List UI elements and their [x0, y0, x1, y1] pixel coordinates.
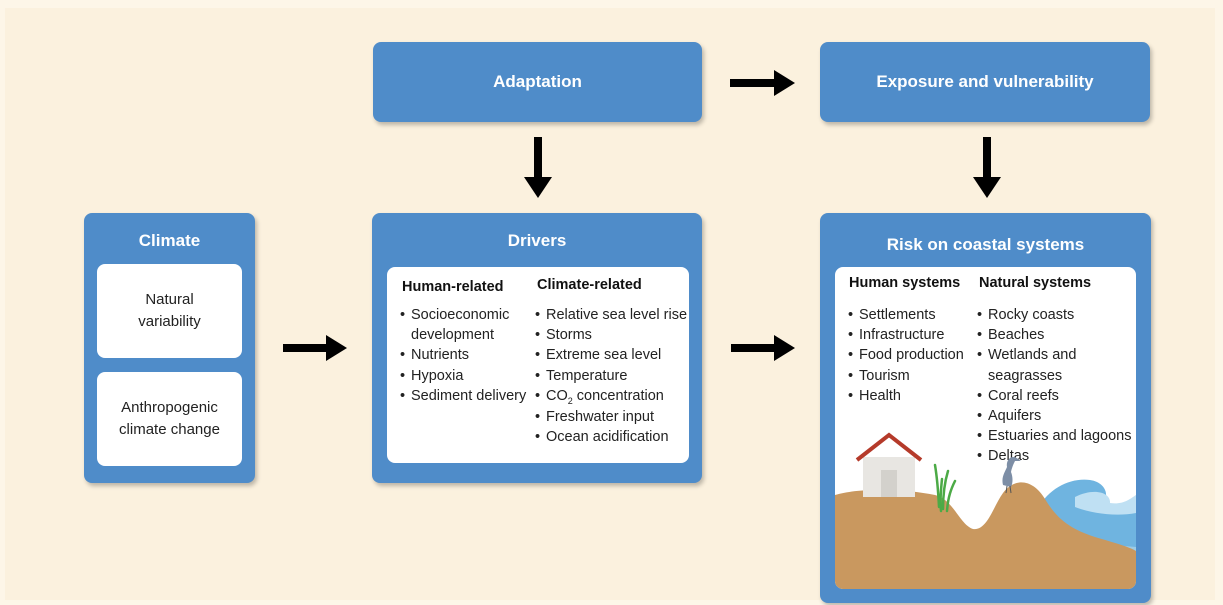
list-item: Storms: [535, 325, 687, 345]
list-item: Temperature: [535, 366, 687, 386]
climate-title: Climate: [138, 231, 201, 250]
list-item: Hypoxia: [400, 366, 526, 386]
list-item: Nutrients: [400, 345, 526, 365]
list-item: Ocean acidification: [535, 427, 687, 447]
adaptation-box: Adaptation: [373, 42, 702, 122]
arrow-right-icon: [283, 335, 347, 361]
house-door: [881, 470, 897, 497]
house-roof: [855, 432, 923, 462]
natural-variability-panel: Natural variability: [97, 264, 242, 358]
seagrass-icon: [933, 463, 957, 513]
climate-related-heading: Climate-related: [537, 277, 642, 293]
list-item: Sediment delivery: [400, 386, 526, 406]
drivers-title: Drivers: [507, 231, 567, 250]
sand-shape: [835, 482, 1136, 589]
human-related-heading: Human-related: [402, 279, 504, 295]
heron-icon: [1002, 457, 1021, 494]
list-item: Estuaries and lagoons: [977, 426, 1132, 446]
exposure-vulnerability-title: Exposure and vulnerability: [876, 72, 1094, 91]
list-item: Aquifers: [977, 406, 1132, 426]
drivers-box: Drivers Human-related Socioeconomic deve…: [372, 213, 702, 483]
list-item: Freshwater input: [535, 407, 687, 427]
arrow-right-icon: [731, 335, 795, 361]
risk-panel: Human systems Settlements Infrastructure…: [835, 267, 1136, 589]
climate-box: Climate Natural variability Anthropogeni…: [84, 213, 255, 483]
list-item: development: [411, 327, 495, 344]
wave-crest-shape: [1075, 491, 1136, 515]
list-item: Socioeconomic: [400, 305, 526, 325]
list-item: Beaches: [977, 325, 1132, 345]
list-item: Relative sea level rise: [535, 305, 687, 325]
list-item: Settlements: [848, 305, 964, 325]
list-item: Extreme sea level: [535, 345, 687, 365]
list-item: Food production: [848, 345, 964, 365]
list-item: seagrasses: [988, 367, 1063, 384]
list-item: Tourism: [848, 366, 964, 386]
exposure-vulnerability-box: Exposure and vulnerability: [820, 42, 1150, 122]
anthropogenic-label: Anthropogenic climate change: [119, 399, 220, 438]
list-item: Wetlands and: [977, 345, 1132, 365]
risk-title: Risk on coastal systems: [886, 235, 1085, 254]
list-item: Rocky coasts: [977, 305, 1132, 325]
climate-related-list: Relative sea level rise Storms Extreme s…: [535, 305, 687, 448]
risk-box: Risk on coastal systems Human systems Se…: [820, 213, 1151, 603]
anthropogenic-panel: Anthropogenic climate change: [97, 372, 242, 466]
human-systems-list: Settlements Infrastructure Food producti…: [848, 305, 964, 406]
natural-systems-heading: Natural systems: [979, 275, 1092, 291]
list-item: Infrastructure: [848, 325, 964, 345]
arrow-down-icon: [524, 137, 552, 198]
list-item: Health: [848, 386, 964, 406]
arrow-right-icon: [730, 70, 795, 96]
natural-systems-list: Rocky coasts Beaches Wetlands and seagra…: [977, 305, 1132, 467]
drivers-panel: Human-related Socioeconomic development …: [387, 267, 689, 463]
arrow-down-icon: [973, 137, 1001, 198]
coastal-illustration: [835, 432, 1136, 589]
list-item: Coral reefs: [977, 386, 1132, 406]
adaptation-title: Adaptation: [493, 72, 582, 91]
natural-variability-label: Natural variability: [138, 291, 201, 330]
human-related-list: Socioeconomic development Nutrients Hypo…: [400, 305, 526, 406]
human-systems-heading: Human systems: [849, 275, 961, 291]
list-item: CO2 concentration: [535, 386, 687, 407]
